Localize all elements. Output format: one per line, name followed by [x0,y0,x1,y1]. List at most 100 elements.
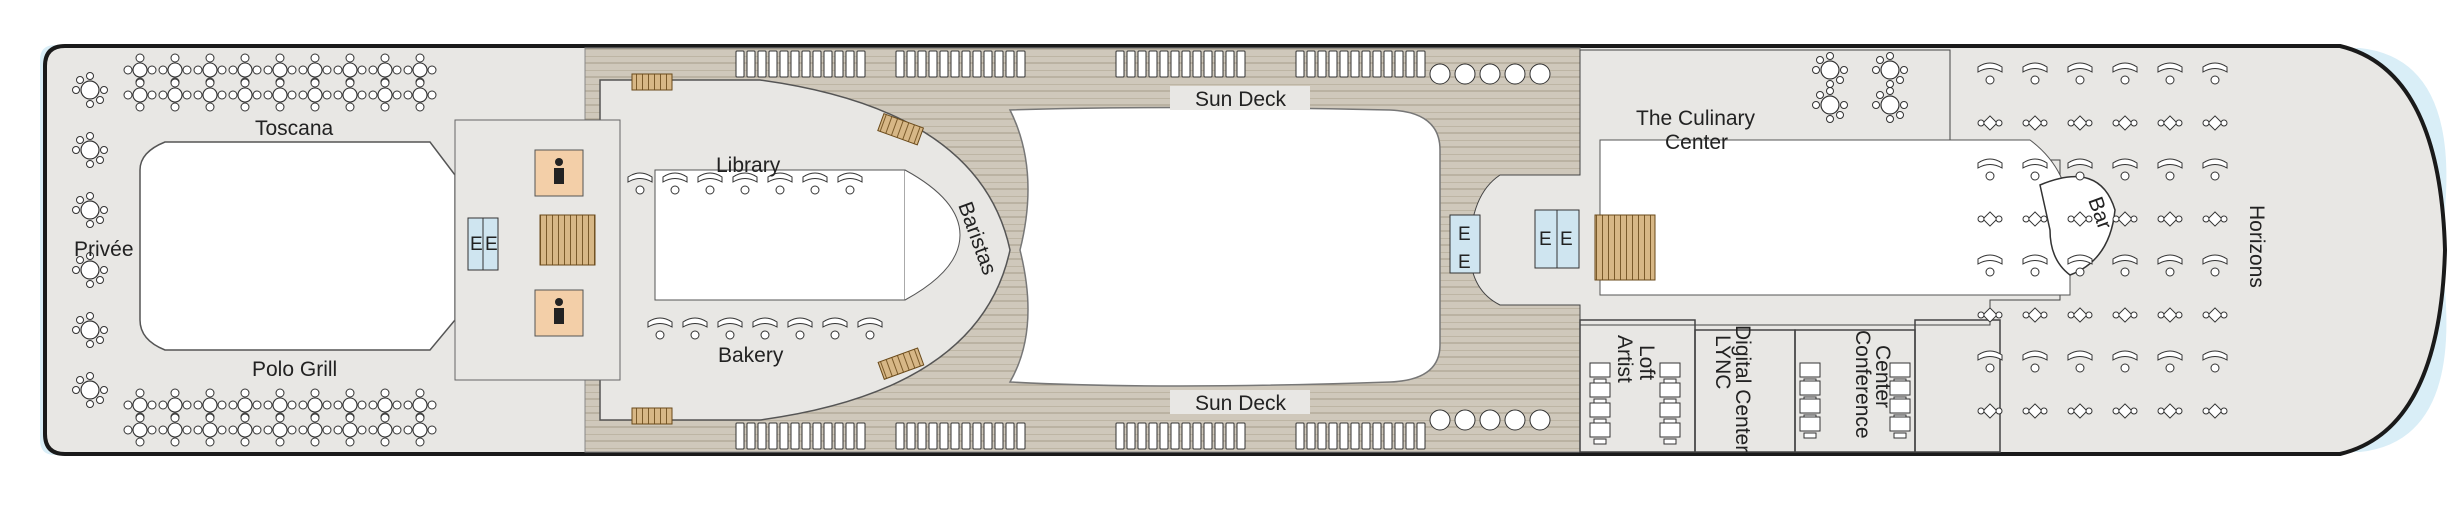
sun-lounger [1137,50,1147,78]
sun-lounger [1295,422,1305,450]
sun-lounger [1328,422,1338,450]
pool-opening [1008,106,1441,387]
restroom-icon [554,158,564,324]
sun-lounger [1170,422,1180,450]
deck-table [1454,409,1476,431]
sun-lounger [801,422,811,450]
sun-lounger [1416,422,1426,450]
stairs-icon [877,113,925,146]
sun-lounger [1225,422,1235,450]
label-polo-grill: Polo Grill [252,358,337,381]
sun-lounger [1016,50,1026,78]
sun-lounger [1394,50,1404,78]
sun-lounger [801,50,811,78]
sun-lounger [950,50,960,78]
stairs-icon [631,407,673,425]
label-conference-2: Center [1871,345,1894,408]
label-sun-deck-top: Sun Deck [1195,88,1287,111]
sun-lounger [1192,50,1202,78]
sun-lounger [1317,50,1327,78]
sun-lounger [1159,50,1169,78]
sun-lounger [1203,422,1213,450]
sun-lounger [1170,50,1180,78]
sun-lounger [1416,50,1426,78]
label-privee: Privée [74,238,134,261]
sun-lounger [1361,422,1371,450]
label-bakery: Bakery [718,344,784,367]
sun-lounger [1317,422,1327,450]
sun-lounger [1383,422,1393,450]
sun-lounger [1137,422,1147,450]
deck-table [1529,409,1551,431]
sun-lounger [790,50,800,78]
sun-lounger [994,422,1004,450]
sun-lounger [1214,422,1224,450]
sun-lounger [856,422,866,450]
elevator-label: E [1458,224,1471,245]
label-conference: Conference [1851,330,1874,439]
elevator-label: E [1458,252,1471,273]
sun-lounger [961,50,971,78]
sun-lounger [1159,422,1169,450]
sun-lounger [917,422,927,450]
sun-lounger [790,422,800,450]
sun-lounger [1225,50,1235,78]
sun-lounger [746,50,756,78]
label-culinary-center-2: Center [1665,131,1728,154]
sun-lounger [1016,422,1026,450]
sun-lounger [823,50,833,78]
sun-lounger [768,50,778,78]
sun-lounger [757,422,767,450]
sun-lounger [1350,50,1360,78]
label-horizons: Horizons [2245,205,2268,288]
sun-lounger [1005,422,1015,450]
label-sun-deck-bottom: Sun Deck [1195,392,1287,415]
label-toscana: Toscana [255,117,334,140]
sun-lounger [1192,422,1202,450]
elevator-label: E [485,234,498,255]
sun-lounger [845,50,855,78]
sun-lounger [746,422,756,450]
sun-lounger [917,50,927,78]
sun-lounger [1236,422,1246,450]
sun-deck-band-top [1170,86,1310,110]
sun-lounger [1126,50,1136,78]
label-lync-2: Digital Center [1731,325,1754,452]
label-artist-loft-2: Loft [1635,345,1658,380]
sun-lounger [1339,422,1349,450]
sun-lounger [906,422,916,450]
sun-lounger [812,50,822,78]
elevator-label: E [1539,229,1552,250]
sun-lounger [895,50,905,78]
sun-lounger [779,422,789,450]
sun-lounger [1236,50,1246,78]
sun-lounger [939,422,949,450]
elevator-label: E [1560,229,1573,250]
sun-lounger [1214,50,1224,78]
sun-lounger [928,422,938,450]
label-lync: LYNC [1711,335,1734,389]
sun-lounger [961,422,971,450]
sun-lounger [1148,50,1158,78]
sun-lounger [1203,50,1213,78]
deck-table [1504,409,1526,431]
sun-deck-band-bottom [1170,390,1310,414]
sun-lounger [1181,422,1191,450]
label-artist-loft: Artist [1613,335,1636,383]
sun-lounger [845,422,855,450]
deck-table [1429,409,1451,431]
sun-lounger [939,50,949,78]
sun-lounger [1405,50,1415,78]
sun-lounger [994,50,1004,78]
sun-lounger [1394,422,1404,450]
deck-table [1454,63,1476,85]
sun-lounger [1405,422,1415,450]
sun-lounger [1181,50,1191,78]
sun-lounger [834,422,844,450]
sun-lounger [1383,50,1393,78]
deck-table [1479,63,1501,85]
sun-lounger [950,422,960,450]
sun-lounger [1350,422,1360,450]
stairs-icon [631,73,673,91]
